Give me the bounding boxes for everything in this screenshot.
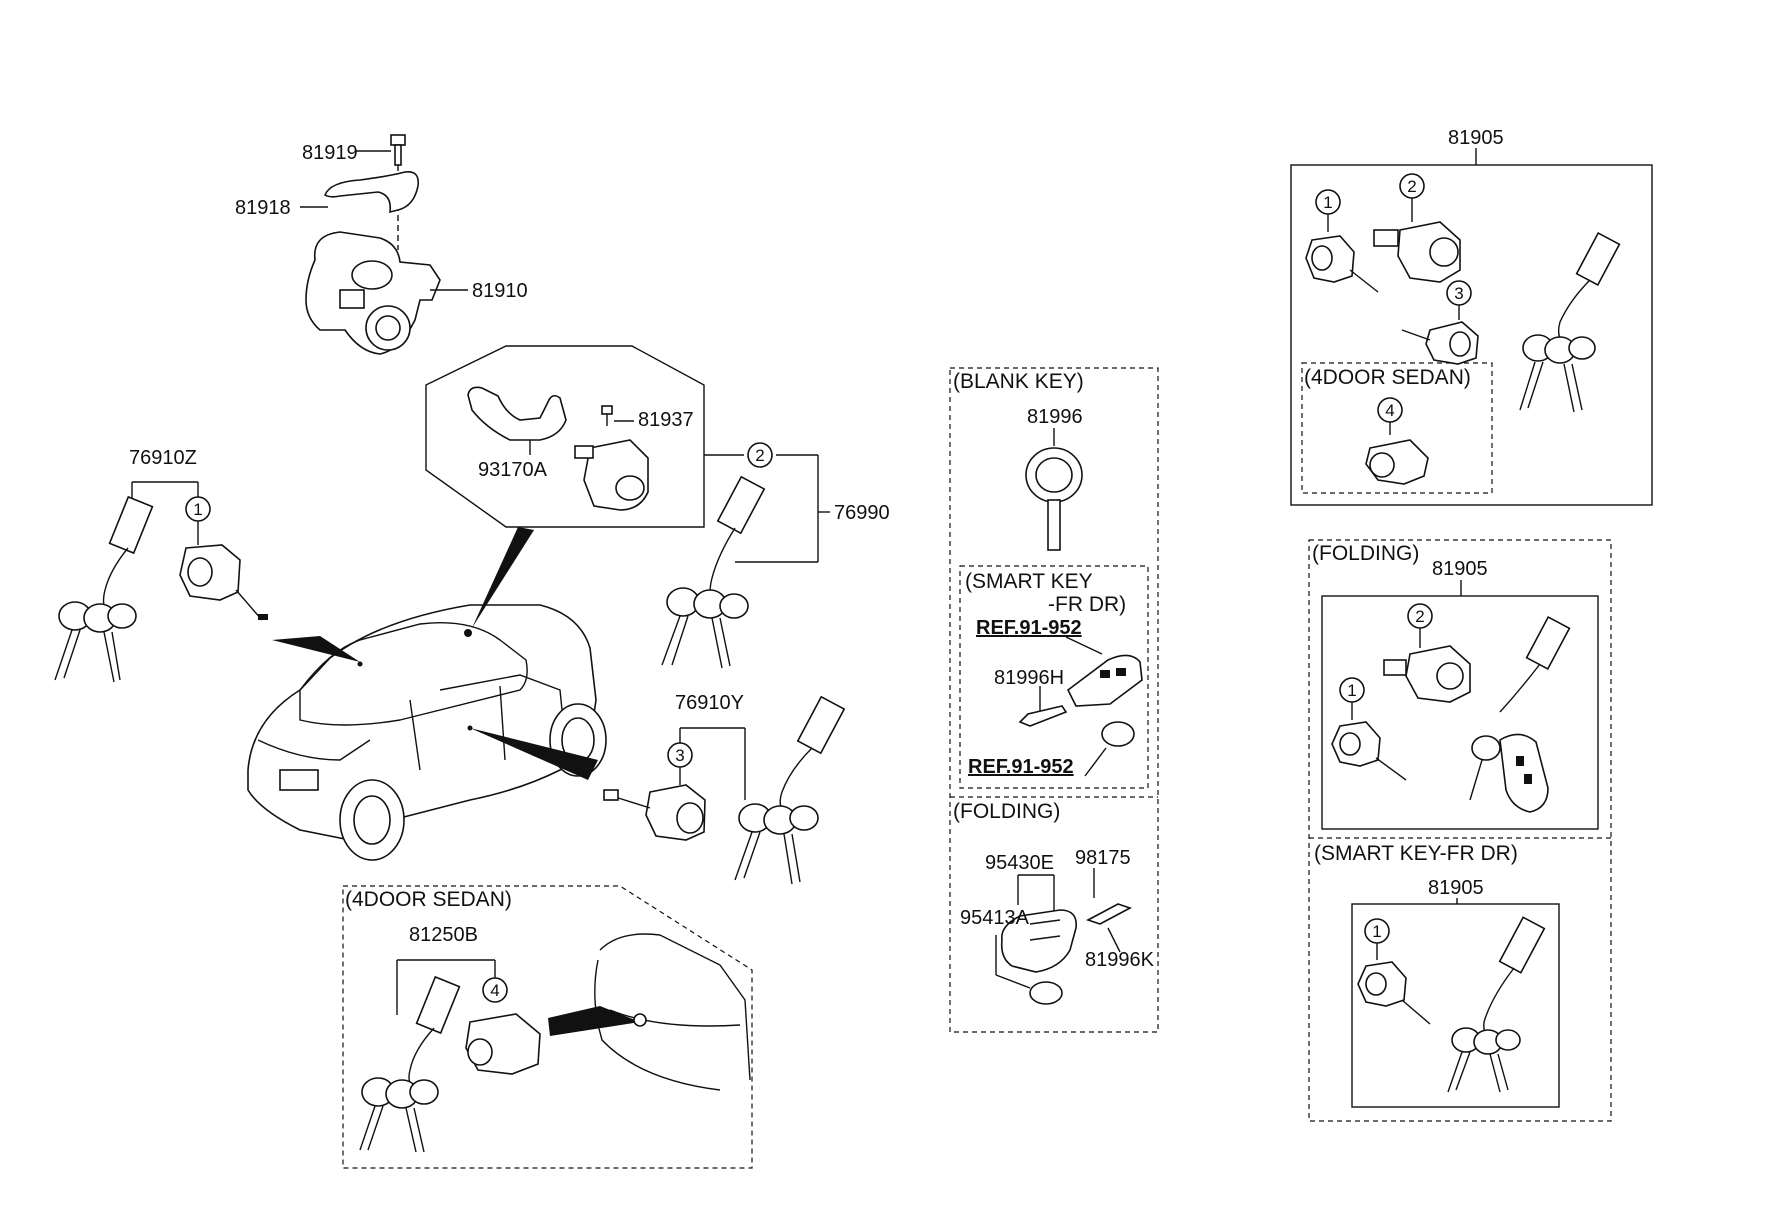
pointer-trunk [548,1006,640,1036]
label-76910Y: 76910Y [675,692,744,714]
key-tag-76910Y [796,695,846,755]
caption-smart-key-line2: -FR DR) [1048,593,1126,616]
kit-81905-top-box [1290,164,1653,506]
callout-2-kit-folding [1407,603,1433,629]
caption-4door-sedan-left: (4DOOR SEDAN) [345,888,512,911]
callout-3-right-text: 3 [675,746,684,765]
callout-1-kit-folding-text: 1 [1347,681,1356,700]
kit-81905-top [1290,148,1653,506]
label-81996: 81996 [1027,406,1083,428]
bolt-81919-part [390,134,406,146]
detail-hexagon [425,345,705,528]
bolt-81919-shank [394,144,402,166]
callout-1-kit-top-text: 1 [1323,193,1332,212]
folding-key-fob [1000,909,1077,973]
kit-folding-box [1321,595,1599,830]
callout-3-kit-top-text: 3 [1454,284,1463,303]
middle-key-panel [949,367,1159,1033]
label-76990: 76990 [834,502,890,524]
ref-91-952-bottom: REF.91-952 [968,756,1074,778]
door-lock-76910Z [54,481,268,683]
pointer-door-left [272,636,360,662]
callout-4-kit-top [1377,397,1403,423]
kit-81905-bottom [1308,539,1612,1122]
caption-blank-key: (BLANK KEY) [953,370,1084,393]
label-81918: 81918 [235,197,291,219]
callout-1-kit-top [1315,189,1341,215]
label-76910Z: 76910Z [129,447,197,469]
kit-smart-key-tag [1498,916,1546,974]
sedan-dashed-box [342,885,753,1169]
label-81910: 81910 [472,280,528,302]
label-81996K: 81996K [1085,949,1155,971]
callout-2-kit-top-text: 2 [1407,177,1416,196]
label-81996H: 81996H [994,667,1064,689]
harness-93170A-part [467,386,567,441]
callout-1-kit-smart-text: 1 [1372,922,1381,941]
blank-key-blade [1047,499,1061,551]
callout-2-ignition [747,442,773,468]
callout-4-kit-top-text: 4 [1385,401,1394,420]
clamp-81918-part [324,170,420,214]
callout-1-kit-smart [1364,918,1390,944]
smart-key-fob [1066,654,1143,707]
pointer-roof [472,527,534,628]
kit-top-ignition-2 [1397,221,1461,283]
label-98175: 98175 [1075,847,1131,869]
ref-91-952-top: REF.91-952 [976,617,1082,639]
callout-4-sedan-text: 4 [490,981,499,1000]
callout-2-ignition-text: 2 [755,446,764,465]
callout-2-kit-top [1399,173,1425,199]
label-93170A: 93170A [478,459,548,481]
kit-folding-key-tag [1525,615,1571,671]
caption-smart-key-right: (SMART KEY-FR DR) [1314,842,1518,865]
label-81905-top: 81905 [1448,127,1504,149]
battery-folding [1029,981,1063,1005]
sedan-inner-box [1301,362,1493,494]
callout-2-kit-folding-text: 2 [1415,607,1424,626]
mechanical-key-81996H [1018,705,1068,727]
key-set-76990 [661,475,766,669]
label-81905-folding: 81905 [1432,558,1488,580]
smart-key-dashed-box [959,565,1149,789]
key-tag-76990 [716,475,766,535]
label-95413A: 95413A [960,907,1030,929]
middle-dashed-box [949,367,1159,1033]
label-95430E: 95430E [985,852,1054,874]
pointer-door-right [470,728,598,780]
caption-4door-sedan-right: (4DOOR SEDAN) [1304,366,1471,389]
caption-smart-key-line1: (SMART KEY [965,570,1093,593]
kit-folding-fob [1499,733,1549,813]
kit-top-key-tag [1575,231,1621,287]
callout-1-left [185,496,211,522]
callout-1-kit-folding [1339,677,1365,703]
caption-folding-right: (FOLDING) [1312,542,1419,565]
door-lock-76910Y [603,695,846,885]
sedan-trunk-box [342,885,753,1169]
label-81937: 81937 [638,409,694,431]
callout-3-right [667,742,693,768]
ignition-detail-box [425,345,830,563]
battery-smart [1101,721,1135,747]
ignition-assembly [300,134,468,355]
label-81905-smart: 81905 [1428,877,1484,899]
key-tag-81250B [415,975,461,1035]
folding-blade-81996K [1085,903,1133,925]
key-tag-76910Z [108,495,154,555]
caption-folding-mid: (FOLDING) [953,800,1060,823]
label-81250B: 81250B [409,924,478,946]
callout-4-sedan [482,977,508,1003]
callout-3-kit-top [1446,280,1472,306]
label-81919: 81919 [302,142,358,164]
kit-smart-box [1351,903,1560,1108]
callout-1-left-text: 1 [193,500,202,519]
